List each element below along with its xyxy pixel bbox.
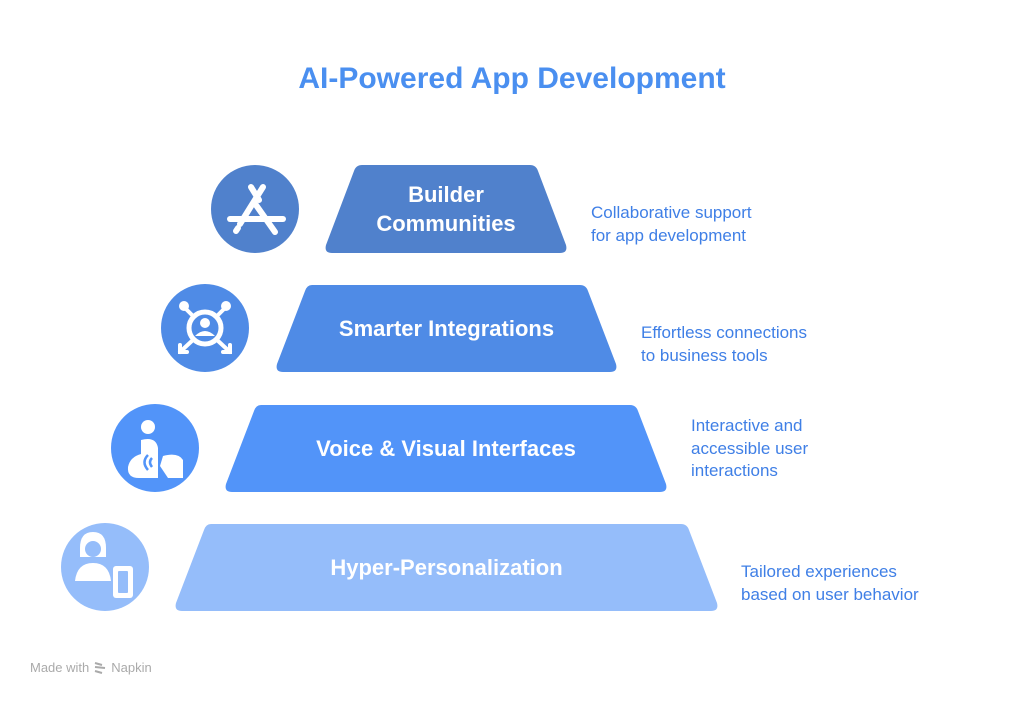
tier-2-description: Effortless connections to business tools: [641, 322, 807, 367]
napkin-logo-icon: [94, 661, 106, 674]
desc-line: accessible user: [691, 438, 809, 458]
tier-1-label: Builder Communities: [326, 180, 566, 238]
desc-line: Effortless connections: [641, 323, 807, 342]
tier-3-description: Interactive and accessible user interact…: [691, 415, 808, 483]
made-with-text: Made with: [30, 660, 90, 675]
made-with-napkin-badge[interactable]: Made with Napkin: [30, 660, 152, 675]
desc-line: Interactive and: [691, 416, 803, 435]
desc-line: interactions: [691, 461, 778, 480]
desc-line: to business tools: [641, 345, 768, 365]
tier-4-label: Hyper-Personalization: [330, 555, 563, 580]
tier-1-label-line: Builder: [408, 182, 484, 207]
voice-gesture-icon: [111, 404, 199, 492]
tier-3-label: Voice & Visual Interfaces: [316, 436, 576, 461]
diagram-title: AI-Powered App Development: [298, 62, 726, 95]
desc-line: Collaborative support: [591, 203, 752, 222]
desc-line: Tailored experiences: [741, 562, 897, 581]
tier-1-trapezoid: [325, 165, 567, 253]
app-store-icon: [211, 165, 299, 253]
tier-4-description: Tailored experiences based on user behav…: [741, 561, 919, 606]
tier-1-label-line: Communities: [376, 211, 516, 236]
napkin-brand-text: Napkin: [111, 660, 152, 675]
tier-1-description: Collaborative support for app developmen…: [591, 202, 752, 247]
tier-4-trapezoid: [175, 524, 718, 611]
tier-2-label: Smarter Integrations: [338, 316, 555, 341]
integration-hub-icon: [161, 284, 249, 372]
tier-3-trapezoid: [225, 405, 667, 492]
tier-2-trapezoid: [276, 285, 617, 372]
user-device-icon: [61, 523, 149, 611]
desc-line: based on user behavior: [741, 584, 919, 604]
desc-line: for app development: [591, 225, 746, 245]
